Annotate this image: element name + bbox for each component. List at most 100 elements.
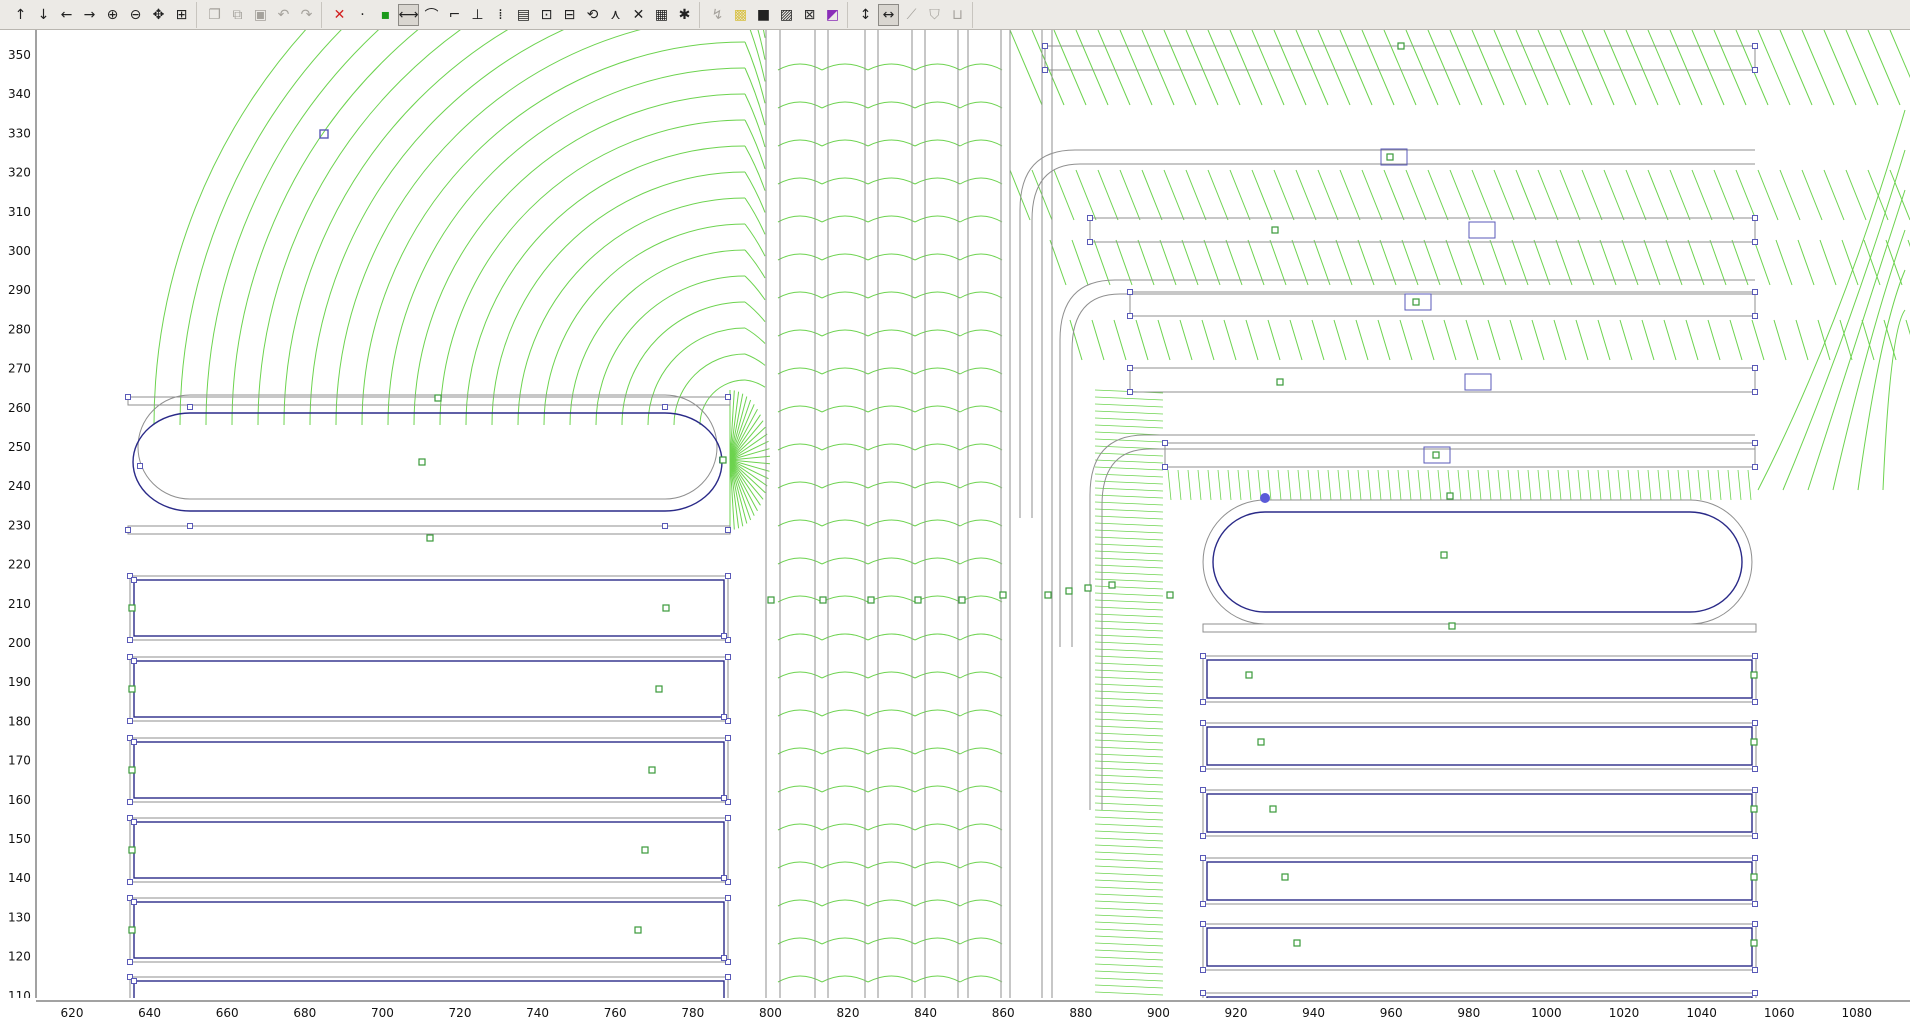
flux-line xyxy=(1467,469,1472,501)
flux-line xyxy=(1179,319,1193,361)
copy-icon[interactable]: ❐ xyxy=(208,6,221,23)
block-label-marker xyxy=(1440,551,1448,559)
flux-line xyxy=(1229,169,1251,221)
flux-line xyxy=(914,101,961,109)
y-tick-label: 340 xyxy=(8,87,31,101)
zoom-out-icon[interactable]: ⊖ xyxy=(129,6,142,23)
flux-line xyxy=(1807,189,1906,491)
flux-line xyxy=(1709,239,1727,286)
flux-line xyxy=(744,223,766,257)
arrow-right-icon[interactable]: → xyxy=(83,6,96,23)
hatch-icon[interactable]: ▨ xyxy=(779,6,794,23)
node-marker xyxy=(1752,833,1758,839)
flux-line xyxy=(1094,928,1164,933)
flux-line xyxy=(1094,620,1164,625)
node-marker xyxy=(1752,967,1758,973)
dimension-icon[interactable]: ⊥ xyxy=(471,6,484,23)
flux-line xyxy=(1094,578,1164,583)
flux-line xyxy=(1383,30,1417,106)
flux-line xyxy=(744,67,766,126)
flux-line xyxy=(1197,469,1202,501)
grid-icon[interactable]: ✕ xyxy=(632,6,645,23)
block-label-marker xyxy=(1750,671,1758,679)
node-marker xyxy=(1127,313,1133,319)
flux-line xyxy=(959,861,1003,869)
arrow-left-icon[interactable]: ← xyxy=(60,6,73,23)
mirror-icon[interactable]: ↯ xyxy=(711,6,724,23)
bracket-icon[interactable]: ⊔ xyxy=(952,6,963,23)
region-icon[interactable]: ◩ xyxy=(825,6,840,23)
flux-line xyxy=(1905,319,1910,336)
delete-icon[interactable]: ✕ xyxy=(333,6,346,23)
flux-line xyxy=(777,101,823,109)
array-icon[interactable]: ⁞ xyxy=(498,6,503,23)
paste-icon[interactable]: ▣ xyxy=(253,6,268,23)
undo-icon[interactable]: ↶ xyxy=(277,6,290,23)
node-marker xyxy=(1200,699,1206,705)
flux-line xyxy=(1533,239,1551,286)
flux-line xyxy=(867,709,916,717)
flux-line xyxy=(1782,149,1906,491)
fit-view-icon[interactable]: ⊞ xyxy=(175,6,188,23)
flux-line xyxy=(153,30,307,426)
select-tool-icon[interactable]: ✱ xyxy=(678,6,691,23)
flux-line xyxy=(1094,872,1164,877)
vertical-arrow-icon[interactable]: ↕ xyxy=(859,6,872,23)
group-icon[interactable]: ⊡ xyxy=(540,6,553,23)
flux-line xyxy=(1094,466,1164,471)
flux-line xyxy=(1094,410,1164,415)
node-icon[interactable]: ▪ xyxy=(380,6,391,23)
arrow-down-icon[interactable]: ↓ xyxy=(37,6,50,23)
flux-line xyxy=(1383,169,1405,221)
flux-line xyxy=(729,459,748,524)
flux-line xyxy=(1094,956,1164,961)
shield-icon[interactable]: ⛉ xyxy=(929,6,940,23)
x-tick-label: 880 xyxy=(1069,1006,1092,1020)
node-marker xyxy=(1752,653,1758,659)
duplicate-icon[interactable]: ⧉ xyxy=(232,6,243,23)
flux-line xyxy=(1575,319,1589,361)
arrow-up-icon[interactable]: ↑ xyxy=(14,6,27,23)
flux-line xyxy=(1449,169,1471,221)
block-label-marker xyxy=(1084,584,1092,592)
trim-icon[interactable]: ⋏ xyxy=(610,6,621,23)
node-marker xyxy=(1752,766,1758,772)
flux-line xyxy=(1203,239,1221,286)
x-tick-label: 860 xyxy=(992,1006,1015,1020)
no-mesh-icon[interactable]: ⊠ xyxy=(803,6,816,23)
table-icon[interactable]: ▤ xyxy=(516,6,531,23)
line-icon[interactable]: ⟷ xyxy=(398,3,419,26)
diagonal-icon[interactable]: ⟋ xyxy=(906,6,917,23)
erase-mesh-icon[interactable]: ▦ xyxy=(654,6,669,23)
redo-icon[interactable]: ↷ xyxy=(300,6,313,23)
flux-line xyxy=(959,671,1003,679)
flux-line xyxy=(1094,830,1164,835)
flux-line xyxy=(1867,30,1901,106)
flux-line xyxy=(729,459,764,500)
arc-icon[interactable]: ⌒ xyxy=(424,7,439,24)
ungroup-icon[interactable]: ⊟ xyxy=(563,6,576,23)
flux-line xyxy=(1291,239,1309,286)
material-icon[interactable]: ■ xyxy=(756,6,771,23)
block-label-icon[interactable]: ▩ xyxy=(733,6,748,23)
flux-line xyxy=(1094,459,1164,464)
flux-line xyxy=(1691,30,1725,106)
x-tick-label: 660 xyxy=(216,1006,239,1020)
flux-line xyxy=(1287,469,1292,501)
block-label-marker xyxy=(1166,591,1174,599)
rotate-icon[interactable]: ⟲ xyxy=(586,6,599,23)
fillet-icon[interactable]: ⌐ xyxy=(448,6,461,23)
flux-line xyxy=(1177,469,1182,501)
flux-line xyxy=(1621,239,1639,286)
flux-line xyxy=(821,215,869,223)
flux-line xyxy=(914,139,961,147)
zoom-in-icon[interactable]: ⊕ xyxy=(106,6,119,23)
flux-line xyxy=(1687,469,1692,501)
point-icon[interactable]: · xyxy=(360,6,365,23)
flux-line xyxy=(1094,522,1164,527)
pan-icon[interactable]: ✥ xyxy=(152,6,165,23)
flux-line xyxy=(959,899,1003,907)
horizontal-arrow-icon[interactable]: ↔ xyxy=(878,3,899,26)
flux-line xyxy=(867,557,916,565)
